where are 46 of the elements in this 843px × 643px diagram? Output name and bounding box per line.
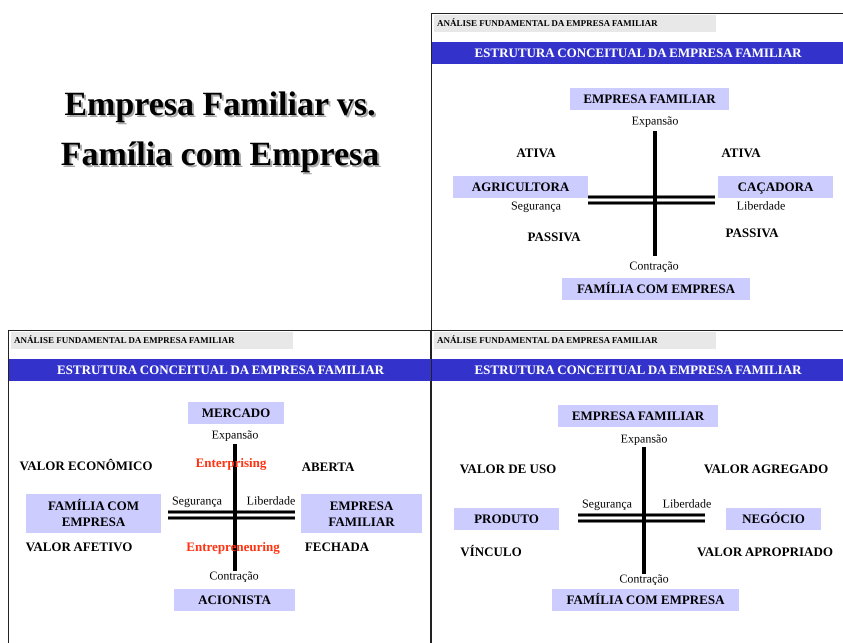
quadrant-label: FECHADA [304, 539, 370, 555]
slide-header: ANÁLISE FUNDAMENTAL DA EMPRESA FAMILIAR [11, 332, 293, 349]
axis-label: Liberdade [736, 198, 786, 214]
quadrant-label: ATIVA [721, 145, 761, 161]
axis-label: Segurança [172, 494, 222, 508]
slide-header: ANÁLISE FUNDAMENTAL DA EMPRESA FAMILIAR [434, 332, 716, 349]
concept-box: CAÇADORA [718, 176, 833, 198]
title-band: ESTRUTURA CONCEITUAL DA EMPRESA FAMILIAR [432, 359, 843, 381]
axis-label: Segurança [582, 496, 632, 512]
quadrant-label: VÍNCULO [460, 544, 522, 560]
title-band: ESTRUTURA CONCEITUAL DA EMPRESA FAMILIAR [9, 359, 432, 381]
axis-label: Liberdade [662, 496, 712, 512]
axis-label: Segurança [511, 198, 561, 214]
axis-label: Contração [619, 572, 669, 586]
slide-panel [431, 13, 843, 330]
axis-label: Liberdade [246, 494, 296, 508]
slide-panel [8, 330, 431, 643]
quadrant-label: VALOR DE USO [460, 461, 556, 477]
axis-label: Expansão [212, 428, 258, 442]
axis-label: Contração [209, 568, 259, 584]
concept-box: FAMÍLIA COM EMPRESA [562, 278, 750, 300]
slide-title: Empresa Familiar vs. Família com Empresa [60, 85, 380, 175]
quadrant-label: ATIVA [516, 145, 556, 161]
concept-box: FAMÍLIA COM EMPRESA [552, 589, 739, 611]
concept-box: MERCADO [188, 402, 284, 424]
quadrant-label: VALOR AFETIVO [26, 539, 132, 555]
quadrant-label: VALOR AGREGADO [704, 461, 828, 477]
slide-header: ANÁLISE FUNDAMENTAL DA EMPRESA FAMILIAR [434, 15, 716, 32]
quadrant-label: VALOR ECONÔMICO [19, 458, 153, 474]
quadrant-label: PASSIVA [726, 225, 778, 241]
quadrant-label: VALOR APROPRIADO [697, 544, 833, 560]
axis-label: Contração [629, 258, 679, 274]
quadrant-label: PASSIVA [528, 229, 580, 245]
axis-label: Expansão [632, 114, 678, 128]
concept-box: EMPRESA FAMILIAR [301, 494, 422, 533]
concept-box: ACIONISTA [174, 589, 295, 611]
title-band: ESTRUTURA CONCEITUAL DA EMPRESA FAMILIAR [432, 42, 843, 64]
slide-panel [431, 330, 843, 643]
concept-box: AGRICULTORA [453, 176, 588, 198]
concept-box: EMPRESA FAMILIAR [570, 88, 729, 110]
concept-box: PRODUTO [454, 508, 559, 530]
concept-box: EMPRESA FAMILIAR [558, 405, 718, 427]
quadrant-label: ABERTA [302, 459, 354, 475]
concept-box: NEGÓCIO [726, 508, 821, 530]
axis-label: Expansão [620, 432, 668, 446]
concept-box: FAMÍLIA COM EMPRESA [26, 494, 161, 533]
